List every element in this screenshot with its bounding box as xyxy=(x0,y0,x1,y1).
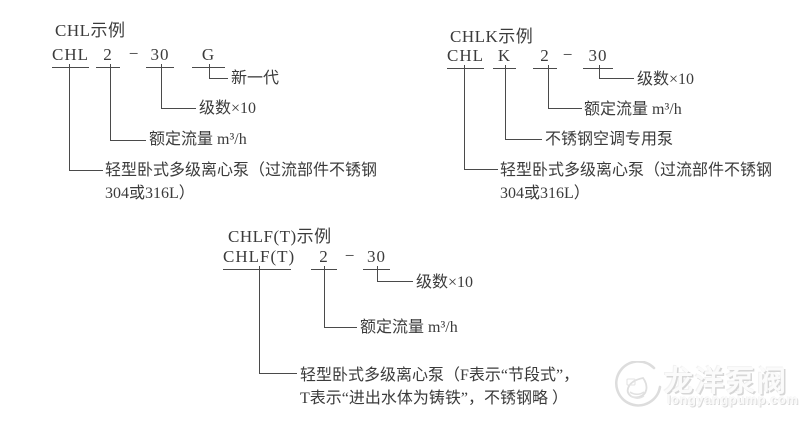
watermark-logo-icon xyxy=(614,360,664,411)
code-part-stages: 30 xyxy=(363,247,390,270)
label-stages: 级数×10 xyxy=(416,274,474,291)
code-part-chl: CHL xyxy=(52,45,89,68)
code-part-flow: 2 xyxy=(533,46,557,69)
connector-line xyxy=(161,64,196,109)
label-stages: 级数×10 xyxy=(199,100,257,117)
label-rated-flow: 额定流量 m³/h xyxy=(149,131,247,148)
watermark-domain-text: longyangpump.com xyxy=(667,392,799,407)
code-part-stages: 30 xyxy=(146,45,174,68)
diagram-chlft-title: CHLF(T)示例 xyxy=(228,227,332,246)
connector-line xyxy=(464,65,498,170)
code-part-chlft: CHLF(T) xyxy=(223,247,294,270)
watermark-brand-text: 龙洋泵阀 xyxy=(664,366,789,398)
diagram-chl-title: CHL示例 xyxy=(55,21,126,40)
label-pump-type-line2: 304或316L） xyxy=(105,185,195,202)
label-pump-type-line1: 轻型卧式多级离心泵（F表示“节段式”， xyxy=(300,367,580,384)
label-pump-type-line1: 轻型卧式多级离心泵（过流部件不锈钢 xyxy=(500,162,773,179)
connector-line xyxy=(110,64,146,141)
code-part-dash: − xyxy=(344,246,356,265)
label-new-generation: 新一代 xyxy=(231,70,280,87)
connector-line xyxy=(505,65,542,140)
connector-line xyxy=(377,266,413,282)
label-pump-type-line2: 304或316L） xyxy=(500,185,590,202)
connector-line xyxy=(599,65,634,79)
code-part-dash: − xyxy=(128,44,140,63)
label-rated-flow: 额定流量 m³/h xyxy=(360,319,458,336)
diagram-chlk-title: CHLK示例 xyxy=(450,27,534,46)
label-stages: 级数×10 xyxy=(637,71,695,88)
connector-line xyxy=(548,65,582,109)
label-hvac-pump: 不锈钢空调专用泵 xyxy=(545,131,674,148)
code-part-generation: G xyxy=(192,45,225,68)
connector-line xyxy=(324,266,357,328)
connector-line xyxy=(209,64,228,79)
code-part-dash: − xyxy=(562,45,574,64)
connector-line xyxy=(259,266,297,374)
label-rated-flow: 额定流量 m³/h xyxy=(584,101,682,118)
code-part-k: K xyxy=(493,46,516,69)
code-part-stages: 30 xyxy=(583,46,613,69)
code-part-chl: CHL xyxy=(447,46,484,69)
label-pump-type-line2: T表示“进出水体为铸铁”，不锈钢略 ） xyxy=(300,390,568,407)
connector-line xyxy=(69,64,103,171)
label-pump-type-line1: 轻型卧式多级离心泵（过流部件不锈钢 xyxy=(105,162,378,179)
code-part-flow: 2 xyxy=(96,45,120,68)
